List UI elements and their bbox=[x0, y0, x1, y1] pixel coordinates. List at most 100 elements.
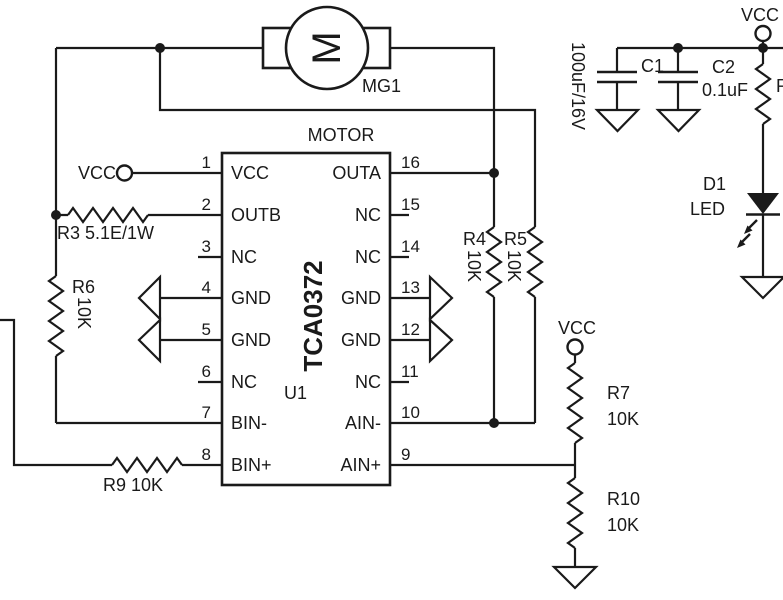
pin-label: NC bbox=[355, 372, 381, 392]
led-ref: D1 bbox=[703, 174, 726, 194]
ground-icon bbox=[551, 565, 599, 590]
pin-label: GND bbox=[231, 330, 271, 350]
pin-number: 15 bbox=[401, 195, 420, 214]
resistor-value: 10K bbox=[504, 250, 524, 282]
resistor-zigzag-icon bbox=[67, 206, 149, 224]
pin-number: 5 bbox=[202, 320, 211, 339]
resistor-zigzag-icon bbox=[485, 226, 503, 298]
pin-label: VCC bbox=[231, 163, 269, 183]
pin-number: 1 bbox=[202, 153, 211, 172]
resistor-label: R9 10K bbox=[103, 475, 163, 495]
led-d1[interactable]: D1 LED bbox=[690, 174, 783, 300]
resistor-zigzag-icon bbox=[111, 456, 183, 474]
ground-icon bbox=[739, 275, 783, 300]
pin-number: 11 bbox=[401, 362, 419, 381]
pin-label: NC bbox=[355, 205, 381, 225]
pin-number: 13 bbox=[401, 278, 420, 297]
pin-label: GND bbox=[341, 288, 381, 308]
vcc-terminal-top-right[interactable]: VCC bbox=[741, 5, 779, 43]
ground-icon bbox=[428, 274, 454, 322]
vcc-label: VCC bbox=[78, 163, 116, 183]
wire-topright-rail bbox=[617, 41, 783, 50]
pin-number: 3 bbox=[202, 237, 211, 256]
ground-icon bbox=[137, 274, 162, 322]
junction-dots bbox=[51, 43, 768, 428]
capacitor-plates-icon bbox=[658, 70, 698, 84]
pin-label: AIN+ bbox=[340, 455, 381, 475]
pin-number: 10 bbox=[401, 403, 420, 422]
capacitor-c2[interactable]: C2 0.1uF bbox=[655, 57, 748, 133]
junction-dot bbox=[673, 43, 683, 53]
motor-symbol: M bbox=[305, 31, 349, 64]
pin-number: 6 bbox=[202, 362, 211, 381]
capacitor-c1[interactable]: C1 100uF/16V bbox=[568, 42, 664, 133]
pin-number: 14 bbox=[401, 237, 420, 256]
ground-icon bbox=[137, 317, 162, 364]
ic-part-number: TCA0372 bbox=[298, 260, 328, 371]
ic-u1[interactable]: MOTOR TCA0372 U1 1 2 3 4 5 6 7 8 16 15 1… bbox=[202, 125, 420, 487]
resistor-value: 10K bbox=[464, 250, 484, 282]
ic-ref: U1 bbox=[284, 383, 307, 403]
pin-number: 12 bbox=[401, 320, 420, 339]
resistor-r5[interactable]: R5 10K bbox=[504, 226, 544, 298]
pin-number: 2 bbox=[202, 195, 211, 214]
wire-motor-right bbox=[390, 46, 496, 423]
ic-right-pin-labels: OUTA NC NC GND GND NC AIN- AIN+ bbox=[332, 163, 381, 475]
ic-left-pin-labels: VCC OUTB NC GND GND NC BIN- BIN+ bbox=[231, 163, 281, 475]
resistor-r6[interactable]: R6 10K bbox=[47, 275, 95, 357]
motor-body-icon bbox=[284, 5, 370, 91]
pin-label: GND bbox=[231, 288, 271, 308]
resistor-r3[interactable]: R3 5.1E/1W bbox=[57, 206, 154, 243]
pin-number: 9 bbox=[401, 445, 410, 464]
resistor-ref-fragment: R bbox=[776, 76, 783, 96]
junction-dot bbox=[155, 43, 165, 53]
resistor-ref: R5 bbox=[504, 229, 527, 249]
vcc-terminal-mid-right[interactable]: VCC bbox=[558, 318, 596, 356]
capacitor-ref: C2 bbox=[712, 57, 735, 77]
resistor-zigzag-icon bbox=[754, 63, 772, 125]
resistor-ref: R7 bbox=[607, 383, 630, 403]
resistor-value: 10K bbox=[607, 409, 639, 429]
resistor-r4[interactable]: R4 10K bbox=[463, 226, 503, 298]
resistor-label: R3 5.1E/1W bbox=[57, 223, 154, 243]
vcc-terminal-pin1[interactable]: VCC bbox=[78, 163, 134, 183]
ic-right-pin-numbers: 16 15 14 13 12 11 10 9 bbox=[401, 153, 420, 464]
resistor-value: 10K bbox=[74, 297, 94, 329]
junction-dot bbox=[758, 43, 768, 53]
vcc-terminal-icon bbox=[754, 24, 772, 43]
pin-label: NC bbox=[231, 247, 257, 267]
pin-label: GND bbox=[341, 330, 381, 350]
pin-number: 8 bbox=[202, 445, 211, 464]
ground-right-pins bbox=[428, 274, 454, 364]
junction-dot bbox=[489, 168, 499, 178]
resistor-zigzag-icon bbox=[47, 275, 65, 357]
led-type-label: LED bbox=[690, 199, 725, 219]
resistor-zigzag-icon bbox=[566, 477, 584, 549]
capacitor-value: 0.1uF bbox=[702, 80, 748, 100]
wire-motor-loop bbox=[158, 48, 537, 423]
pin-label: OUTB bbox=[231, 205, 281, 225]
motor-mg1[interactable]: M MG1 bbox=[261, 5, 401, 96]
wires bbox=[0, 41, 783, 567]
pin-number: 4 bbox=[202, 278, 211, 297]
ground-icon bbox=[428, 317, 454, 364]
pin-number: 16 bbox=[401, 153, 420, 172]
junction-dot bbox=[489, 418, 499, 428]
resistor-r9[interactable]: R9 10K bbox=[103, 456, 183, 495]
ic-title: MOTOR bbox=[308, 125, 375, 145]
resistor-r7[interactable]: R7 10K bbox=[566, 362, 639, 444]
ic-body bbox=[220, 151, 392, 487]
ground-icon bbox=[655, 108, 702, 133]
resistor-r10[interactable]: R10 10K bbox=[566, 477, 640, 549]
led-diode-icon bbox=[747, 193, 779, 214]
ground-icon bbox=[594, 108, 641, 133]
pin-label: NC bbox=[231, 372, 257, 392]
capacitor-plates-icon bbox=[597, 70, 637, 84]
resistor-ref: R6 bbox=[72, 277, 95, 297]
resistor-ref: R4 bbox=[463, 229, 486, 249]
resistor-edge[interactable]: R bbox=[754, 63, 783, 125]
resistor-zigzag-icon bbox=[566, 362, 584, 444]
pin-label: OUTA bbox=[332, 163, 381, 183]
resistor-zigzag-icon bbox=[526, 226, 544, 298]
